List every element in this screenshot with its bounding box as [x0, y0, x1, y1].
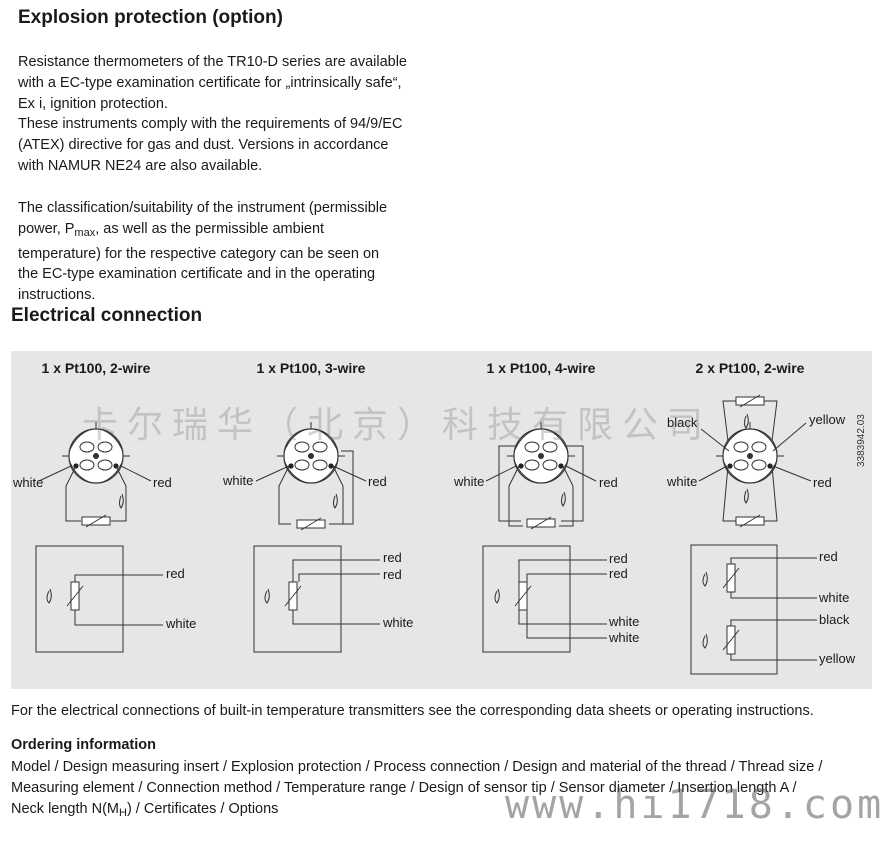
diagram-title: 1 x Pt100, 4-wire [487, 360, 596, 376]
wire-label: red [153, 475, 172, 490]
text-line: Neck length N(MH) / Certificates / Optio… [11, 799, 877, 824]
diagram-2-wire: 1 x Pt100, 2-wire white red red white [12, 360, 196, 653]
text-line: (ATEX) directive for gas and dust. Versi… [18, 137, 389, 154]
wire-label: red [813, 475, 832, 490]
explosion-paragraph-2: The classification/suitability of the in… [18, 198, 448, 306]
explosion-heading: Explosion protection (option) [18, 7, 283, 28]
wire-label: red [368, 474, 387, 489]
diagram-title: 1 x Pt100, 2-wire [42, 360, 151, 376]
text-line: the EC-type examination certificate and … [18, 266, 376, 283]
wire-label: black [819, 612, 850, 627]
wire-label: red [609, 566, 628, 581]
wire-label: white [666, 474, 697, 489]
electrical-heading: Electrical connection [11, 305, 203, 326]
wire-label: red [599, 475, 618, 490]
text-line: with NAMUR NE24 are also available. [18, 157, 263, 174]
wire-label: white [165, 616, 196, 631]
text-line: Measuring element / Connection method / … [11, 780, 797, 796]
text-line: Model / Design measuring insert / Explos… [11, 759, 823, 775]
text-fragment: ) / Certificates / Options [126, 801, 279, 817]
wire-label: white [453, 474, 484, 489]
text-line: with a EC-type examination certificate f… [18, 74, 402, 91]
text-line: instructions. [18, 287, 96, 304]
subscript: H [118, 807, 127, 819]
ordering-text: Model / Design measuring insert / Explos… [11, 757, 877, 824]
connection-diagram-panel: 1 x Pt100, 2-wire white red red white 1 … [11, 351, 872, 689]
transmitter-note: For the electrical connections of built-… [11, 703, 814, 719]
connection-diagrams-svg: 1 x Pt100, 2-wire white red red white 1 … [12, 360, 867, 675]
text-line: power, Pmax, as well as the permissible … [18, 219, 448, 244]
diagram-title: 1 x Pt100, 3-wire [257, 360, 366, 376]
wire-label: red [819, 549, 838, 564]
diagram-dual-2-wire: 2 x Pt100, 2-wire black yellow white red [666, 360, 856, 675]
wire-label: white [382, 615, 413, 630]
diagram-title: 2 x Pt100, 2-wire [696, 360, 805, 376]
text-line: temperature) for the respective category… [18, 245, 380, 262]
text-line: Resistance thermometers of the TR10-D se… [18, 54, 407, 70]
figure-code: 3383942.03 [856, 414, 867, 467]
watermark-chinese: 卡尔瑞华（北京）科技有限公司 [82, 405, 713, 446]
text-fragment: , as well as the permissible ambient [95, 220, 325, 237]
subscript: max [74, 226, 96, 239]
text-fragment: Neck length N(M [11, 801, 119, 817]
wire-label: yellow [819, 651, 856, 666]
text-line: The classification/suitability of the in… [18, 200, 388, 216]
wire-label: white [222, 473, 253, 488]
wire-label: red [383, 550, 402, 565]
text-line: Ex i, ignition protection. [18, 95, 168, 112]
wire-label: red [166, 566, 185, 581]
wire-label: red [609, 551, 628, 566]
diagram-4-wire: 1 x Pt100, 4-wire white red red red whit… [453, 360, 639, 653]
watermark-url: www.hi1718.com [505, 782, 884, 828]
diagram-3-wire: 1 x Pt100, 3-wire white red red red whit… [222, 360, 413, 653]
wire-label: white [818, 590, 849, 605]
text-line: These instruments comply with the requir… [18, 116, 403, 133]
wire-label: yellow [809, 412, 846, 427]
text-fragment: power, P [18, 220, 75, 237]
explosion-paragraph-1: Resistance thermometers of the TR10-D se… [18, 52, 448, 177]
wire-label: red [383, 567, 402, 582]
wire-label: white [608, 630, 639, 645]
wire-label: white [12, 475, 43, 490]
wire-label: white [608, 614, 639, 629]
wire-label: black [667, 415, 698, 430]
ordering-heading: Ordering information [11, 737, 156, 753]
